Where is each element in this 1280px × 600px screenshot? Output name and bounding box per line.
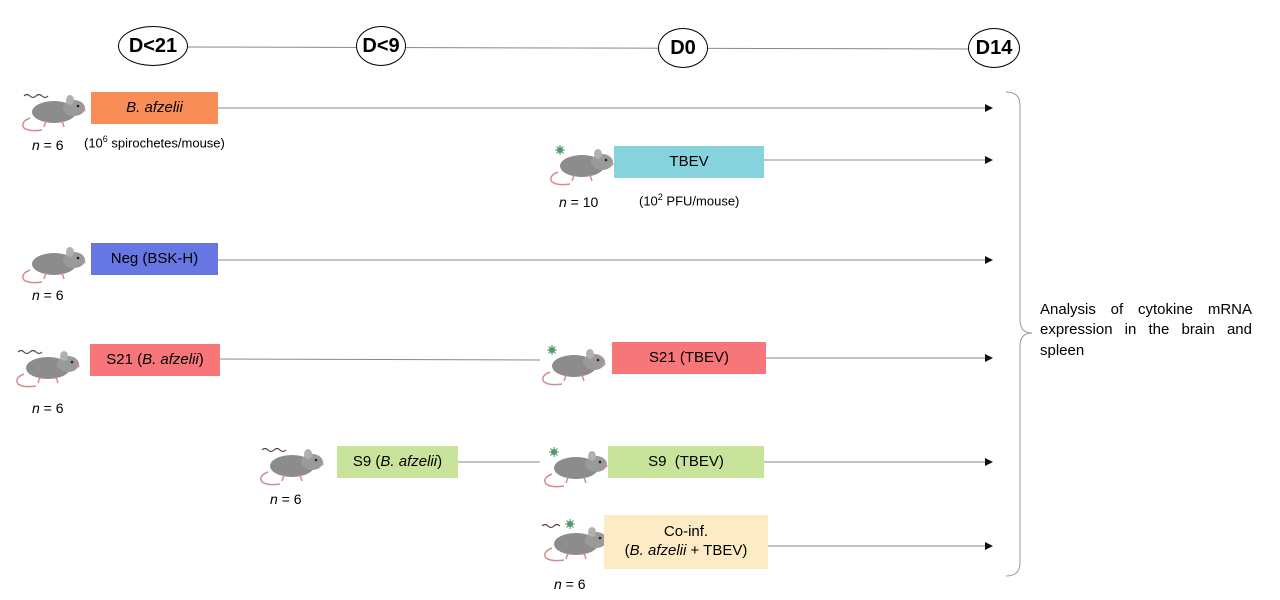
box-tbev: TBEV: [614, 146, 764, 178]
analysis-text: Analysis of cytokine mRNA expression in …: [1040, 301, 1252, 359]
mouse-icon: [18, 240, 86, 284]
bafzelii-label: B. afzelii: [126, 98, 183, 116]
virus-icon: [549, 447, 559, 457]
mouse-icon: [18, 88, 86, 132]
n-s21: n = 6: [32, 400, 64, 416]
box-coinf: Co-inf. (B. afzelii + TBEV): [604, 515, 768, 569]
spirochete-icon: [261, 447, 287, 453]
n-neg: n = 6: [32, 287, 64, 303]
virus-icon: [555, 145, 565, 155]
spirochete-icon: [23, 93, 49, 99]
mouse-icon: [12, 344, 80, 388]
bafzelii-dose: (106 spirochetes/mouse): [84, 134, 225, 151]
mouse-icon: [256, 442, 324, 486]
line-s21: [219, 358, 541, 361]
mouse-icon: [540, 444, 608, 488]
box-bafzelii: B. afzelii: [91, 92, 218, 124]
spirochete-icon: [17, 349, 43, 355]
brace: [1005, 91, 1033, 577]
timeline-d14: D14: [968, 28, 1020, 68]
n-s9: n = 6: [270, 491, 302, 507]
mouse-icon: [538, 342, 606, 386]
mouse-icon: [540, 518, 608, 562]
box-s9-tbev: S9 (TBEV): [608, 446, 764, 478]
box-neg: Neg (BSK-H): [91, 243, 218, 275]
n-tbev: n = 10: [559, 194, 599, 210]
tbev-dose: (102 PFU/mouse): [639, 192, 740, 209]
box-s21-bafzelii: S21 (B. afzelii): [90, 344, 220, 376]
spirochete-icon: [541, 523, 561, 529]
coinf-line2: (B. afzelii + TBEV): [624, 542, 748, 559]
n-coinf: n = 6: [554, 576, 586, 592]
coinf-line1: Co-inf.: [663, 523, 709, 541]
timeline-d21: D<21: [118, 26, 188, 66]
timeline-d9: D<9: [356, 26, 406, 66]
box-s21-tbev: S21 (TBEV): [612, 342, 766, 374]
virus-icon: [547, 345, 557, 355]
mouse-icon: [546, 142, 614, 186]
timeline-line: [187, 46, 971, 50]
virus-icon: [565, 519, 575, 529]
timeline-d0: D0: [658, 28, 708, 68]
box-s9-bafzelii: S9 (B. afzelii): [337, 446, 458, 478]
n-bafzelii: n = 6: [32, 137, 64, 153]
